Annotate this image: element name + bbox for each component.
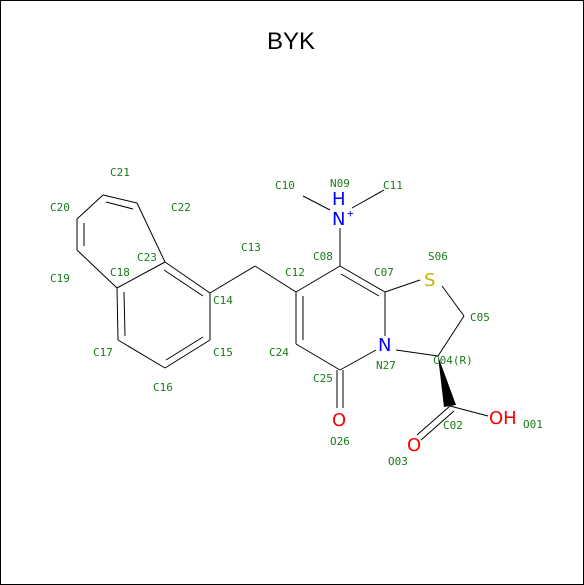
bond-c21-c22-inner [105,201,134,210]
atom-label-o26: O26 [330,435,350,448]
bond-c08-c07 [339,265,386,293]
bond-n09-c11 [351,189,385,209]
atom-label-c10: C10 [275,179,295,192]
bond-c15-c16-inner [165,336,204,361]
atom-label-c23: C23 [137,251,157,264]
bond-c23-c14-inner [163,269,204,297]
ring-n-symbol: N [378,335,391,356]
atom-label-c08: C08 [313,250,333,263]
ammonium-charge: + [347,207,354,220]
bond-c05-c04 [437,315,465,357]
bond-c07-s06 [384,279,421,293]
bond-c16-c17 [117,339,166,369]
bond-c23-c18 [116,261,166,289]
bond-c23-c14 [164,261,211,294]
atom-label-n27: N27 [376,359,396,372]
atom-label-c19: C19 [50,272,70,285]
atom-label-c11: C11 [383,179,403,192]
atom-label-c21: C21 [110,166,130,179]
ring-s-symbol: S [424,270,435,291]
atom-label-c24: C24 [269,346,289,359]
bond-c02-o001 [449,405,489,417]
bond-c17-c18-inner [123,291,126,337]
atom-label-c17: C17 [93,346,113,359]
bond-c12-c08 [295,265,341,293]
atom-label-c25: C25 [313,372,333,385]
bond-c14-c13 [209,265,256,294]
atom-label-c04: C04(R) [433,354,473,367]
bond-n27-c25 [339,349,377,371]
atom-label-c16: C16 [153,381,173,394]
bond-c04-n27 [395,349,439,357]
bond-c22-c23 [136,202,166,263]
atom-label-c12: C12 [285,266,305,279]
bond-n09-c10 [302,195,331,211]
bond-c08-c07-inner [340,273,380,297]
bond-c15-c16 [164,339,211,369]
atom-label-o001: O01 [523,418,543,431]
wedge-c04-c02 [438,356,456,407]
molecule-title: BYK [266,28,316,55]
bond-c25-c24 [295,343,341,371]
bond-c17-c18 [116,287,119,341]
bond-c20-c21 [76,194,104,220]
atom-label-o03: O03 [388,455,408,468]
atom-label-c22: C22 [171,201,191,214]
carbonyl-o-symbol: O [407,435,421,456]
ammonium-h-symbol: H [332,189,346,210]
atom-label-c20: C20 [50,201,70,214]
atom-label-c13: C13 [241,241,261,254]
ammonium-n-symbol: N [332,209,345,230]
atom-label-c07: C07 [374,266,394,279]
hydroxyl-oh-symbol: OH [489,408,517,429]
bond-c02-o03 [416,405,451,436]
atom-label-c05: C05 [470,311,490,324]
bond-c13-c12 [254,265,297,293]
atom-label-c15: C15 [213,346,233,359]
bond-c21-c22 [102,194,138,204]
bond-s06-c05 [441,285,465,317]
atom-label-s06: S06 [428,250,448,263]
bond-c18-c19 [76,249,118,289]
atom-label-c14: C14 [213,294,233,307]
bond-c02-o03-2 [420,410,455,441]
atom-label-c02: C02 [443,419,463,432]
keto-o-symbol: O [332,410,346,431]
atom-label-n09: N09 [330,177,350,190]
atom-label-c18: C18 [110,266,130,279]
